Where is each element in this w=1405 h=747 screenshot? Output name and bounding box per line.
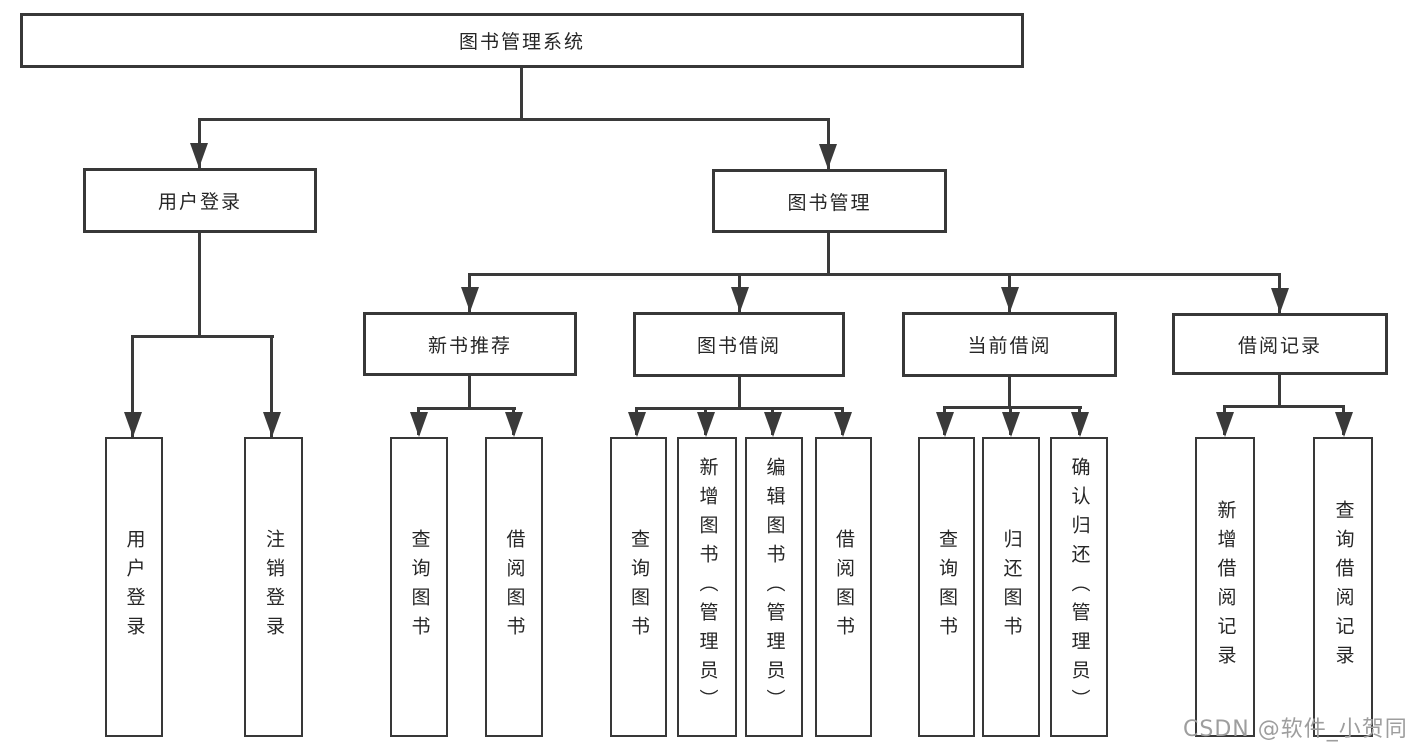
node-current-borrowing-label: 当前借阅 [967,335,1052,357]
edge-bar [1223,405,1345,408]
leaf-query-borrow-record: 查询借阅记录 [1313,437,1373,737]
arrow-down-icon [834,412,852,437]
arrow-down-icon [505,412,523,437]
edge-drop [827,118,830,169]
node-book-borrowing-label: 图书借阅 [696,335,781,357]
watermark: CSDN @软件_小贺同学 [1183,717,1405,742]
node-book-management: 图书管理 [712,169,947,233]
node-root: 图书管理系统 [20,13,1024,68]
arrow-down-icon [1001,287,1019,312]
leaf-borrow-books-2: 借阅图书 [815,437,872,737]
leaf-edit-book-admin-label: 编辑图书（管理员） [763,456,786,718]
edge-stem [1278,375,1281,405]
leaf-return-books: 归还图书 [982,437,1040,737]
leaf-query-books-2: 查询图书 [610,437,667,737]
arrow-down-icon [461,287,479,312]
node-new-book-recommend-label: 新书推荐 [427,334,512,357]
edge-stem [738,377,741,407]
leaf-add-book-admin: 新增图书（管理员） [677,437,737,737]
edge-stem [1008,377,1011,406]
arrow-down-icon [697,412,715,437]
leaf-query-books-3: 查询图书 [918,437,975,737]
arrow-down-icon [731,287,749,312]
node-root-label: 图书管理系统 [458,31,585,53]
leaf-edit-book-admin: 编辑图书（管理员） [745,437,803,737]
leaf-return-books-label: 归还图书 [1000,529,1023,645]
edge-bar [468,273,1281,276]
node-current-borrowing: 当前借阅 [902,312,1117,377]
arrow-down-icon [124,412,142,437]
leaf-add-book-admin-label: 新增图书（管理员） [696,456,719,718]
edge-stem [827,233,830,276]
arrow-down-icon [764,412,782,437]
arrow-down-icon [1071,412,1089,437]
edge-drop [270,335,273,437]
leaf-add-borrow-record: 新增借阅记录 [1195,437,1255,737]
leaf-query-books-2-label: 查询图书 [628,529,650,645]
arrow-down-icon [1271,288,1289,313]
leaf-logout: 注销登录 [244,437,303,737]
leaf-confirm-return-admin-label: 确认归还（管理员） [1068,456,1091,718]
leaf-borrow-books-1-label: 借阅图书 [503,529,526,645]
edge-stem [468,376,471,407]
arrow-down-icon [936,412,954,437]
leaf-borrow-books-2-label: 借阅图书 [833,529,855,645]
edge-root-bar [198,118,830,121]
arrow-down-icon [1002,412,1020,437]
leaf-query-borrow-record-label: 查询借阅记录 [1332,500,1355,674]
edge-bar [131,335,274,338]
node-book-management-label: 图书管理 [787,191,872,214]
node-new-book-recommend: 新书推荐 [363,312,577,376]
arrow-down-icon [628,412,646,437]
leaf-user-login: 用户登录 [105,437,163,737]
edge-bar [635,407,844,410]
arrow-down-icon [263,412,281,437]
node-borrowing-records-label: 借阅记录 [1237,334,1322,357]
leaf-logout-label: 注销登录 [263,529,285,645]
arrow-down-icon [190,143,208,168]
leaf-query-books-1: 查询图书 [390,437,448,737]
edge-stem [198,233,201,338]
arrow-down-icon [1216,412,1234,437]
node-user-login: 用户登录 [83,168,317,233]
edge-root-stem [520,68,523,121]
leaf-user-login-label: 用户登录 [123,529,146,645]
arrow-down-icon [410,412,428,437]
edge-bar [417,407,516,410]
arrow-down-icon [1335,412,1353,437]
edge-drop [131,335,134,437]
leaf-borrow-books-1: 借阅图书 [485,437,543,737]
leaf-confirm-return-admin: 确认归还（管理员） [1050,437,1108,737]
node-borrowing-records: 借阅记录 [1172,313,1388,375]
arrow-down-icon [819,144,837,169]
leaf-query-books-3-label: 查询图书 [936,529,958,645]
leaf-query-books-1-label: 查询图书 [408,529,431,645]
node-user-login-label: 用户登录 [157,191,242,213]
node-book-borrowing: 图书借阅 [633,312,845,377]
leaf-add-borrow-record-label: 新增借阅记录 [1214,500,1237,674]
edge-bar [943,406,1082,409]
